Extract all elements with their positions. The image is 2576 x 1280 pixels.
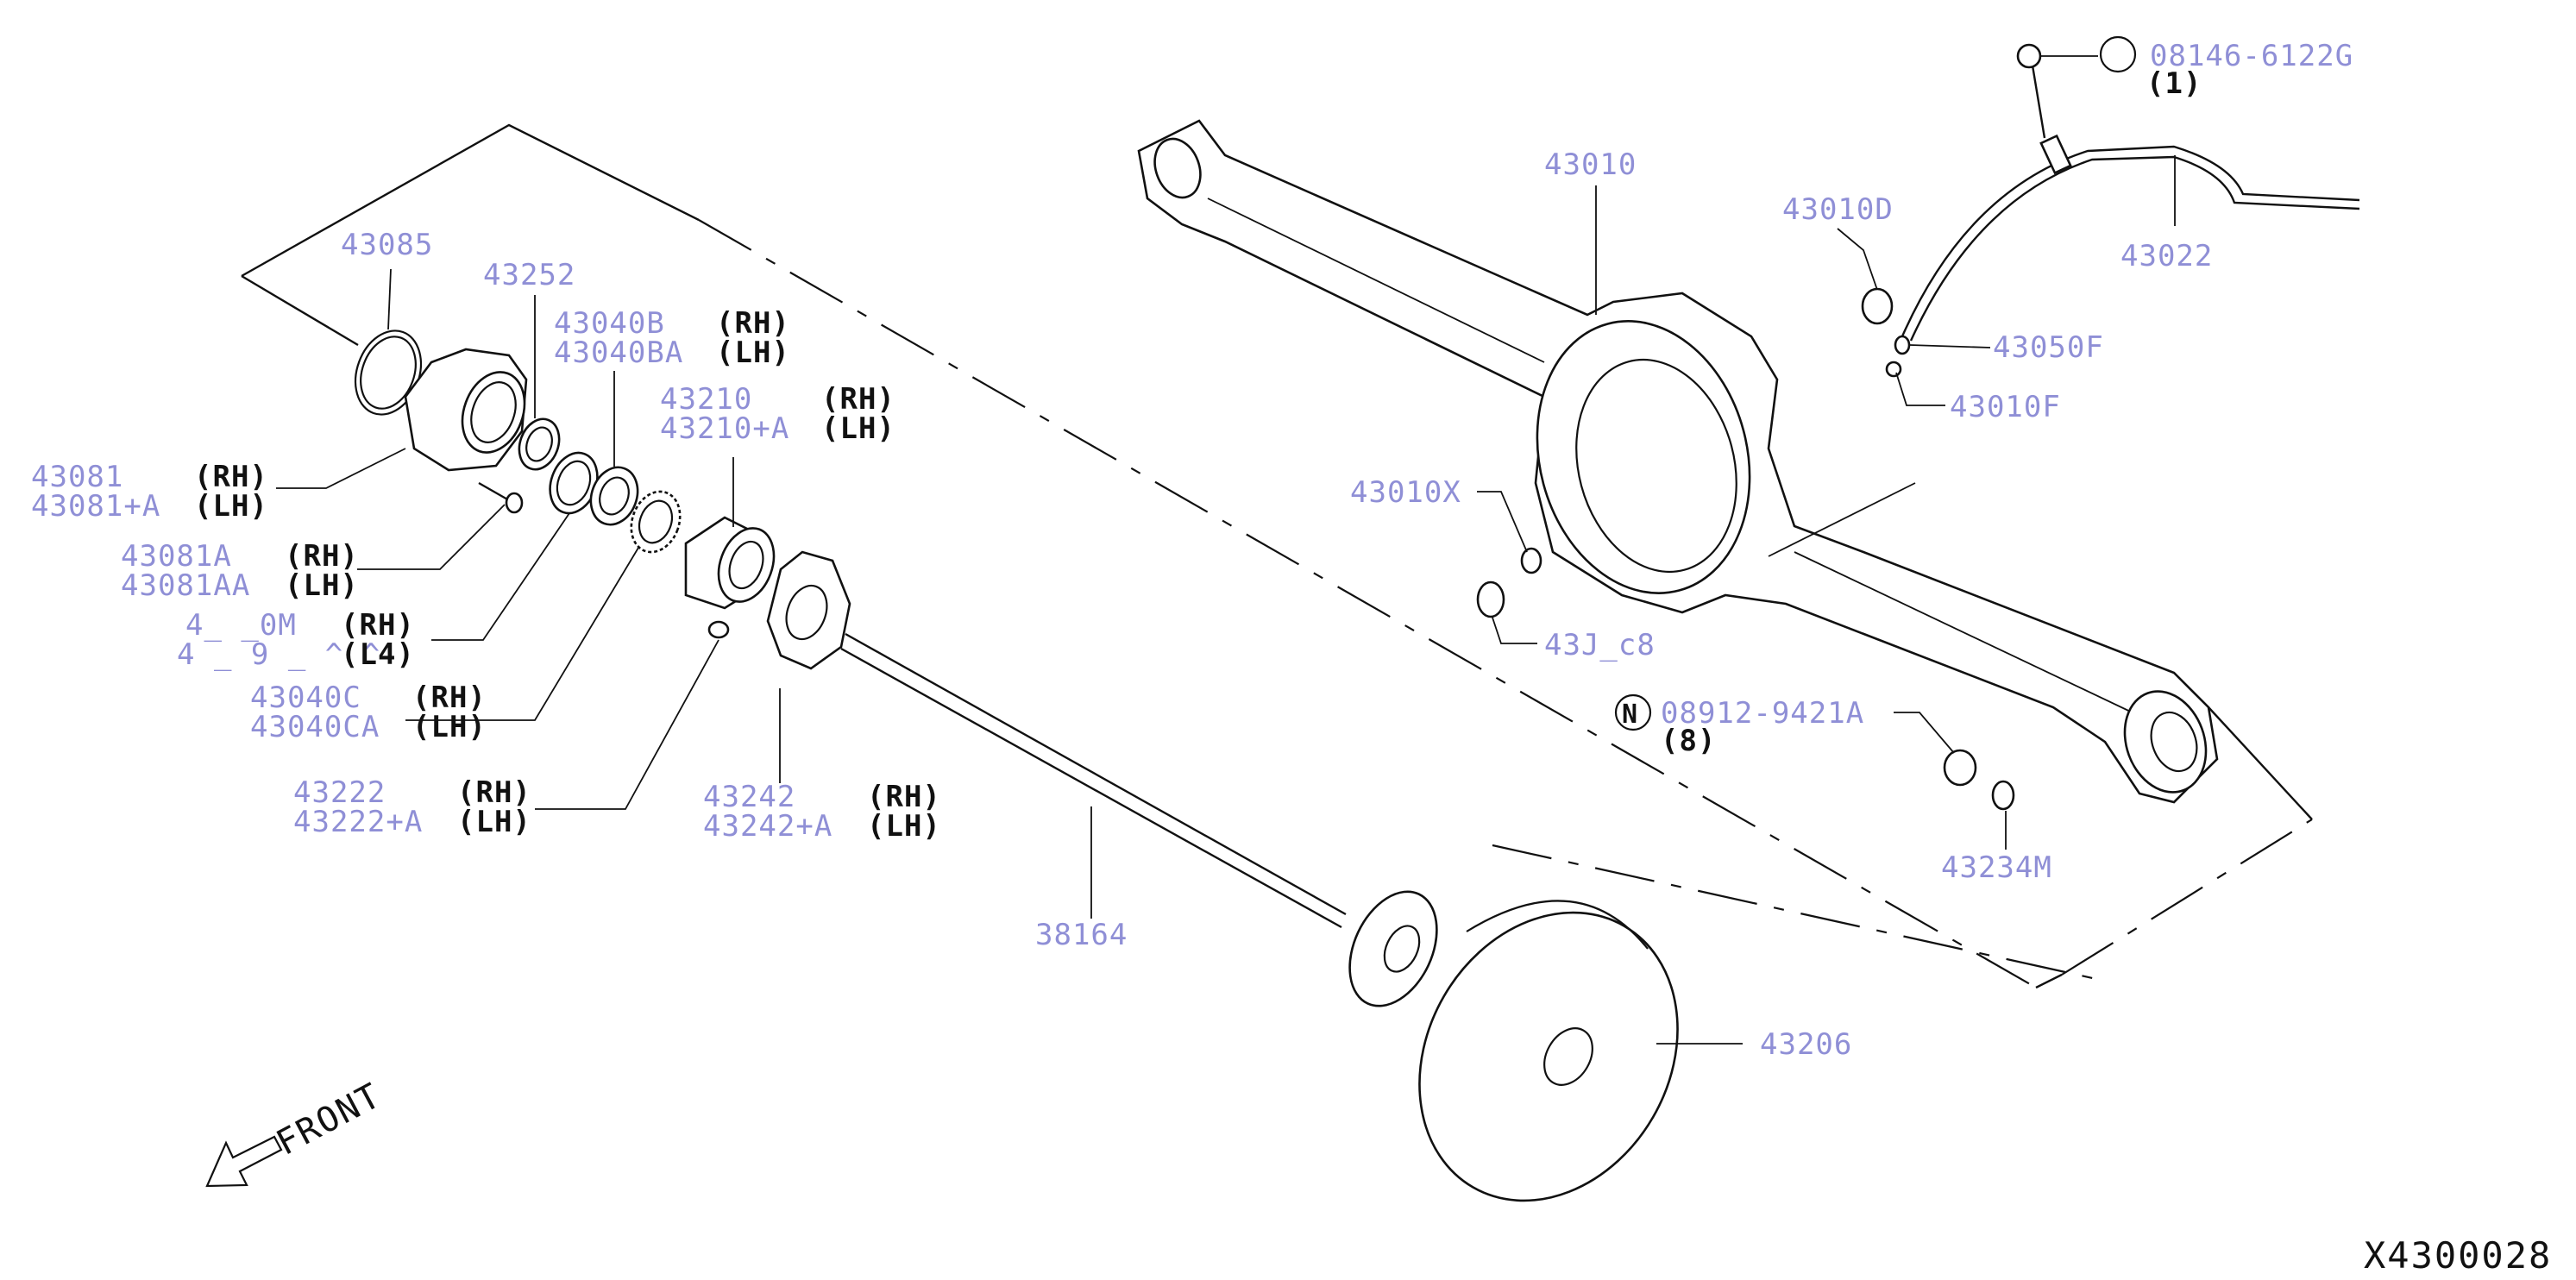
label-43222A: 43222+A	[293, 805, 423, 839]
nut-43040B	[589, 466, 639, 526]
label-43206: 43206	[1760, 1027, 1852, 1062]
label-43085: 43085	[341, 228, 433, 262]
connector-43050F	[1894, 335, 1911, 355]
side-43242A: (LH)	[867, 809, 941, 844]
ring-43120M	[549, 451, 599, 515]
side-43081A-plus: (LH)	[194, 489, 268, 524]
front-indicator: FRONT	[205, 1076, 388, 1188]
axle-housing-43010	[1137, 119, 2219, 804]
label-43242A: 43242+A	[703, 809, 832, 844]
frame-lines	[241, 123, 2313, 989]
label-43081A: 43081A	[121, 539, 232, 574]
side-43040C: (RH)	[412, 681, 487, 715]
label-43040C: 43040C	[250, 681, 361, 715]
label-43040BA: 43040BA	[554, 336, 683, 370]
side-43242: (RH)	[867, 780, 941, 814]
side-43210: (RH)	[821, 382, 895, 417]
label-43010X: 43010X	[1350, 475, 1461, 510]
label-43081AA: 43081AA	[121, 568, 250, 603]
side-43040BA: (LH)	[716, 336, 790, 370]
qty-08146: (1)	[2146, 66, 2202, 101]
bearing-43210	[684, 516, 776, 610]
label-38164: 38164	[1035, 918, 1128, 952]
side-43222: (RH)	[457, 775, 531, 810]
side-43120M: (RH)	[341, 608, 415, 643]
label-08912: 08912-9421A	[1661, 696, 1864, 731]
seal-43252	[518, 417, 561, 471]
label-43222: 43222	[293, 775, 386, 810]
n-marker	[1614, 693, 1652, 731]
front-label: FRONT	[270, 1076, 388, 1164]
symbol-08912: N	[1622, 700, 1638, 730]
connector-43010F	[1885, 361, 1902, 378]
label-43010: 43010	[1544, 147, 1637, 182]
label-43040B: 43040B	[554, 306, 665, 341]
front-arrow-icon	[205, 1135, 283, 1188]
bolt-43222	[707, 620, 730, 639]
label-43022: 43022	[2120, 239, 2213, 273]
side-43040CA: (LH)	[412, 710, 487, 744]
label-43040CA: 43040CA	[250, 710, 380, 744]
side-43222A: (LH)	[457, 805, 531, 839]
side-43040B: (RH)	[716, 306, 790, 341]
label-43210: 43210	[660, 382, 752, 417]
axle-shaft-38164	[840, 632, 1438, 1007]
label-43210A: 43210+A	[660, 411, 789, 446]
label-43050F: 43050F	[1993, 330, 2104, 365]
nut-08912	[1943, 749, 1977, 787]
brake-drum-43206	[1418, 900, 1679, 1202]
plate-43242	[766, 550, 851, 670]
label-43010B: 43J_c8	[1544, 628, 1656, 662]
brake-hose-43022	[1901, 134, 2360, 342]
label-43252: 43252	[483, 258, 575, 292]
side-43210A: (LH)	[821, 411, 895, 446]
label-43242: 43242	[703, 780, 795, 814]
label-43010D: 43010D	[1782, 192, 1894, 227]
leader-lines	[276, 55, 2176, 1045]
gasket-43010X	[1520, 547, 1542, 574]
callouts: 43085 43252 43040B (RH) 43040BA (LH) 432…	[31, 35, 2353, 1062]
label-43010F: 43010F	[1950, 390, 2061, 424]
side-43081A: (RH)	[285, 539, 359, 574]
lock-washer-43040C	[630, 490, 682, 554]
label-08146: 08146-6122G	[2150, 39, 2353, 73]
qty-08912: (8)	[1661, 724, 1716, 758]
plug-43010B	[1476, 580, 1505, 618]
side-43081: (RH)	[194, 460, 268, 494]
side-43081AA: (LH)	[285, 568, 359, 603]
bolt-43081A	[478, 481, 524, 514]
label-43081: 43081	[31, 460, 123, 494]
washer-43234M	[1991, 780, 2015, 811]
side-43120MA: (L4)	[341, 637, 415, 672]
reference-code: X4300028	[2364, 1234, 2552, 1277]
label-43234M: 43234M	[1941, 850, 2052, 885]
breather-cap-43010D	[1861, 287, 1894, 325]
label-43081A-plus: 43081+A	[31, 489, 160, 524]
label-43120MA: 4 _ 9 _ ^ ^	[177, 637, 380, 672]
circle-marker	[2099, 35, 2137, 73]
bolt-08146	[2016, 43, 2046, 139]
label-43120M: 4_ _0M	[185, 608, 297, 643]
bearing-housing-43081	[404, 348, 528, 472]
